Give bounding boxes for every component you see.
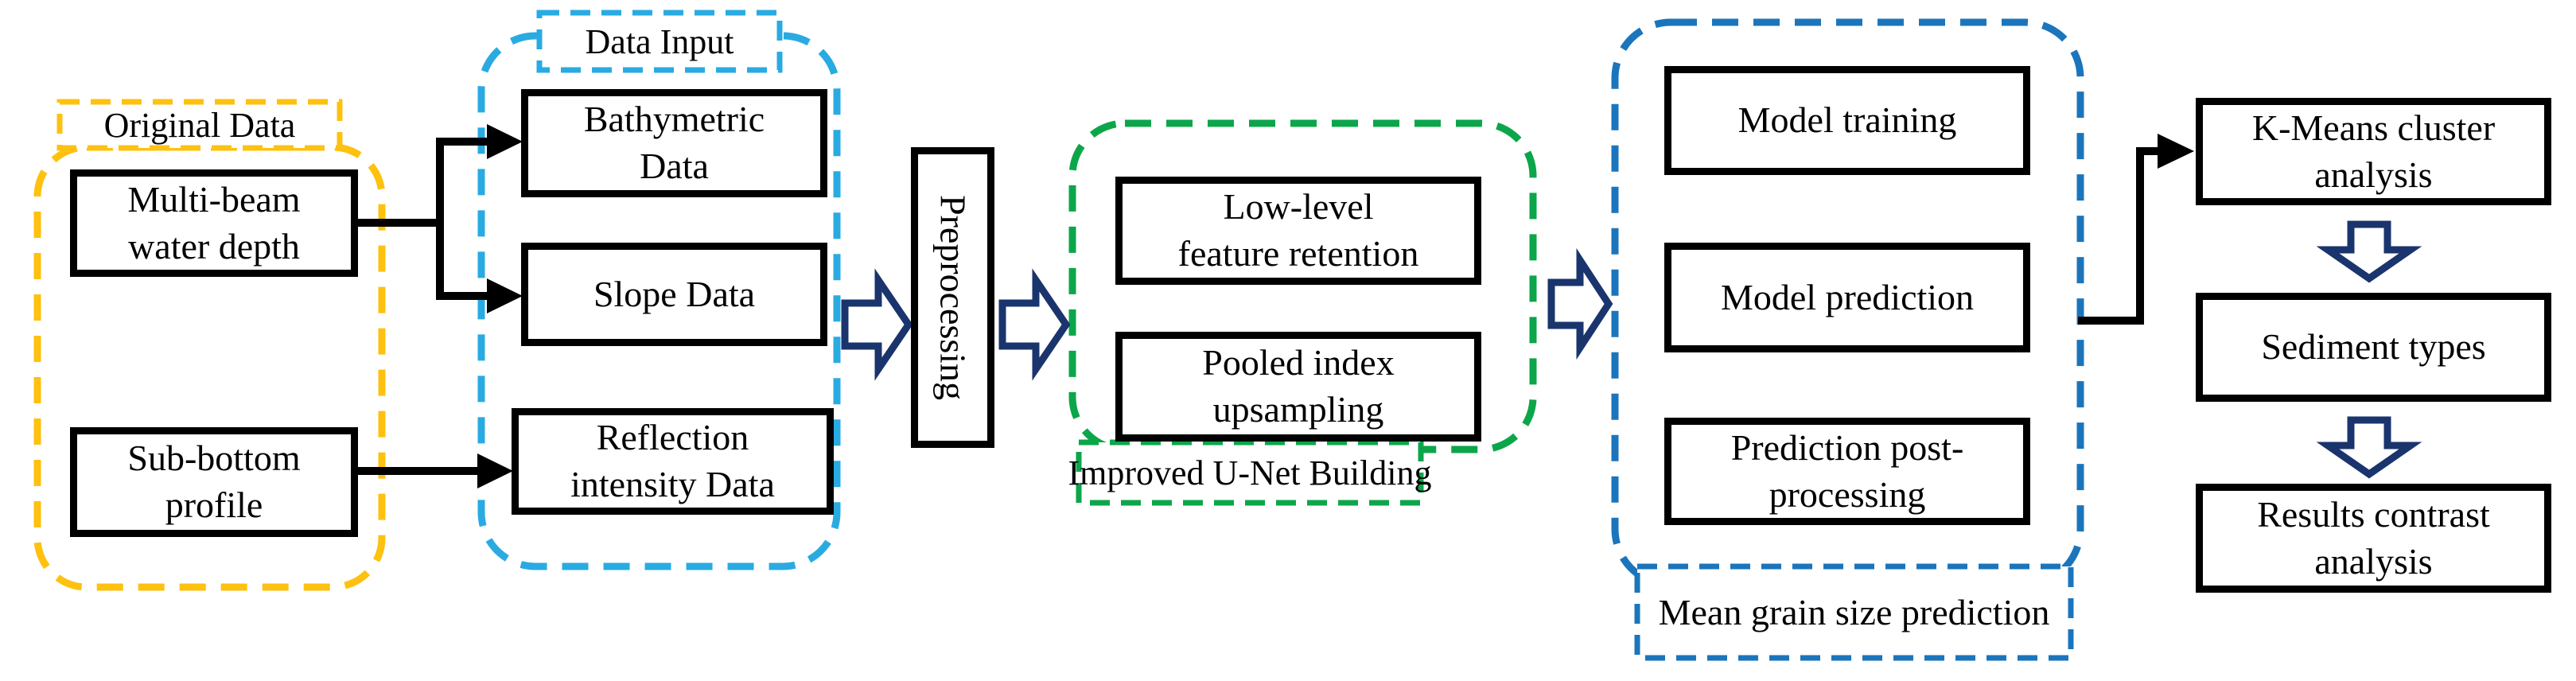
- arrowhead-bathymetric: [487, 124, 523, 159]
- arrowhead-reflection: [477, 453, 513, 488]
- arrowhead-kmeans: [2158, 134, 2194, 169]
- box-results-contrast-analysis: Results contrast analysis: [2196, 484, 2551, 593]
- box-slope-data: Slope Data: [521, 243, 827, 346]
- box-reflection-intensity-data-text: Reflection intensity Data: [570, 417, 775, 504]
- box-pooled-index-upsampling: Pooled index upsampling: [1115, 332, 1481, 442]
- box-kmeans-cluster-analysis-text: K-Means cluster analysis: [2251, 107, 2496, 195]
- original-data-group-label: Original Data: [60, 102, 340, 148]
- box-model-training: Model training: [1664, 66, 2030, 175]
- unet-group-label-text: Improved U-Net Building: [1068, 453, 1432, 492]
- unet-label-outline: [1076, 439, 1424, 506]
- prediction-group-label: Mean grain size prediction: [1637, 566, 2071, 658]
- box-prediction-postprocessing: Prediction post- processing: [1664, 418, 2030, 525]
- box-kmeans-cluster-analysis: K-Means cluster analysis: [2196, 98, 2551, 205]
- box-sediment-types-text: Sediment types: [2261, 326, 2486, 368]
- box-model-prediction: Model prediction: [1664, 243, 2030, 352]
- box-lowlevel-feature-retention-text: Low-level feature retention: [1177, 186, 1419, 274]
- prediction-label-outline: [1634, 563, 2074, 661]
- prediction-group-outline: [1611, 18, 2084, 589]
- original-data-group-label-text: Original Data: [103, 105, 296, 145]
- box-subbottom-profile-text: Sub-bottom profile: [127, 438, 301, 525]
- prediction-to-kmeans-elbow: [2078, 147, 2159, 325]
- arrow-unet-to-prediction: [1547, 247, 1613, 360]
- arrowhead-slope: [487, 278, 523, 313]
- box-results-contrast-analysis-text: Results contrast analysis: [2257, 493, 2490, 582]
- arrow-preprocessing-to-unet: [998, 268, 1071, 381]
- unet-group-label: Improved U-Net Building: [1068, 442, 1431, 503]
- box-multibeam-water-depth: Multi-beam water depth: [70, 169, 358, 277]
- box-preprocessing: Preprocessing: [911, 147, 994, 448]
- data-input-group-outline: [477, 32, 841, 570]
- box-sediment-types: Sediment types: [2196, 293, 2551, 402]
- data-input-group-label-text: Data Input: [585, 21, 734, 61]
- box-pooled-index-upsampling-text: Pooled index upsampling: [1202, 342, 1395, 430]
- box-slope-data-text: Slope Data: [593, 273, 756, 314]
- prediction-group-label-text: Mean grain size prediction: [1658, 592, 2050, 632]
- box-multibeam-water-depth-text: Multi-beam water depth: [127, 178, 301, 267]
- arrow-kmeans-to-sediment: [2316, 220, 2422, 283]
- arrow-input-to-preprocessing: [841, 268, 913, 381]
- box-bathymetric-data: Bathymetric Data: [521, 89, 827, 197]
- box-prediction-postprocessing-text: Prediction post- processing: [1730, 426, 1964, 515]
- box-reflection-intensity-data: Reflection intensity Data: [512, 408, 834, 515]
- original-data-label-outline: [56, 99, 343, 151]
- box-subbottom-profile: Sub-bottom profile: [70, 427, 358, 537]
- data-input-label-outline: [536, 10, 783, 73]
- box-bathymetric-data-text: Bathymetric Data: [583, 99, 765, 186]
- data-input-group-label: Data Input: [539, 13, 780, 70]
- box-model-training-text: Model training: [1737, 99, 1957, 141]
- box-lowlevel-feature-retention: Low-level feature retention: [1115, 177, 1481, 285]
- box-model-prediction-text: Model prediction: [1720, 276, 1975, 317]
- arrow-sediment-to-results: [2316, 416, 2422, 479]
- box-preprocessing-text: Preprocessing: [932, 194, 974, 401]
